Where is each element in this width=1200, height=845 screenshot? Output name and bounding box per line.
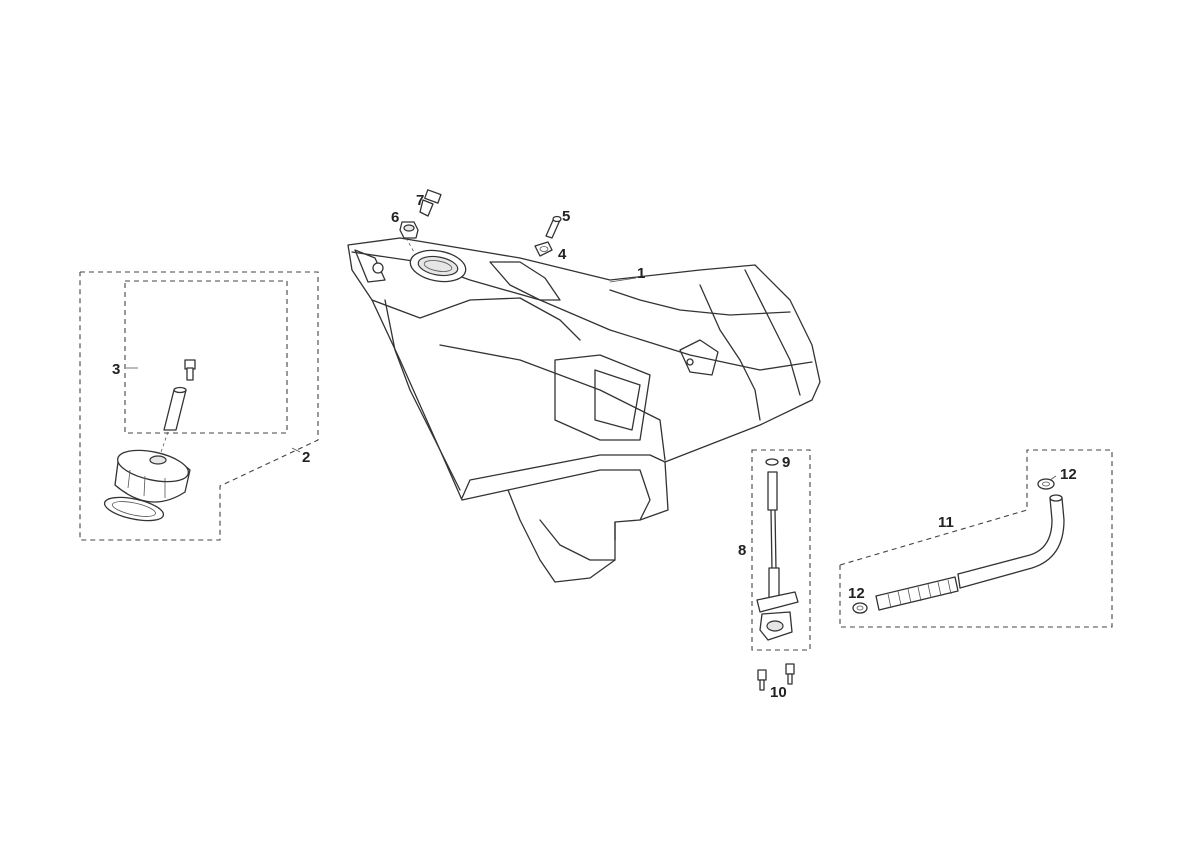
cap-gasket: [103, 496, 165, 522]
callout-10: 10: [770, 684, 787, 701]
washer-4: [534, 241, 553, 257]
callout-11: 11: [938, 514, 954, 531]
hose-clamp-12-upper: [1037, 478, 1055, 490]
group-8-fuel-tap: [751, 449, 811, 651]
fuel-filter: [767, 471, 778, 511]
callout-8: 8: [738, 542, 746, 559]
hose-clamp-12-lower: [852, 602, 868, 614]
callout-7: 7: [416, 192, 424, 209]
nut-6: [399, 221, 419, 239]
cap-pin: [163, 386, 187, 431]
callout-6: 6: [391, 209, 399, 226]
tank-body-outline: [347, 237, 821, 583]
group-2-boundary: [79, 271, 319, 541]
tank-filler-neck: [409, 249, 467, 283]
callout-1: 1: [637, 265, 645, 282]
fuel-tank: [347, 237, 821, 583]
callout-3: 3: [112, 361, 120, 378]
group-8-boundary: [751, 449, 811, 651]
callout-2: 2: [302, 449, 310, 466]
callout-12-upper: 12: [1060, 466, 1077, 483]
callout-9: 9: [782, 454, 790, 471]
cap-screw: [184, 359, 196, 381]
callout-12-lower: 12: [848, 585, 865, 602]
screw-5: [545, 215, 562, 239]
group-2-filler-cap-assembly: [79, 271, 319, 541]
callout-4: 4: [558, 246, 567, 263]
o-ring-9: [765, 458, 779, 466]
tap-flange: [756, 591, 799, 613]
callout-5: 5: [562, 208, 570, 225]
group-3-boundary: [124, 280, 288, 434]
callouts: 1 2 3 4 5 6 7 8 9 10 11 12 12: [112, 192, 1077, 701]
filler-cap: [114, 449, 191, 503]
hose-sleeve: [875, 576, 959, 611]
leader-lines: [126, 277, 1057, 481]
bolt-7: [419, 189, 442, 217]
group-11-fuel-hose: [839, 449, 1113, 628]
screws-10: [757, 663, 795, 691]
